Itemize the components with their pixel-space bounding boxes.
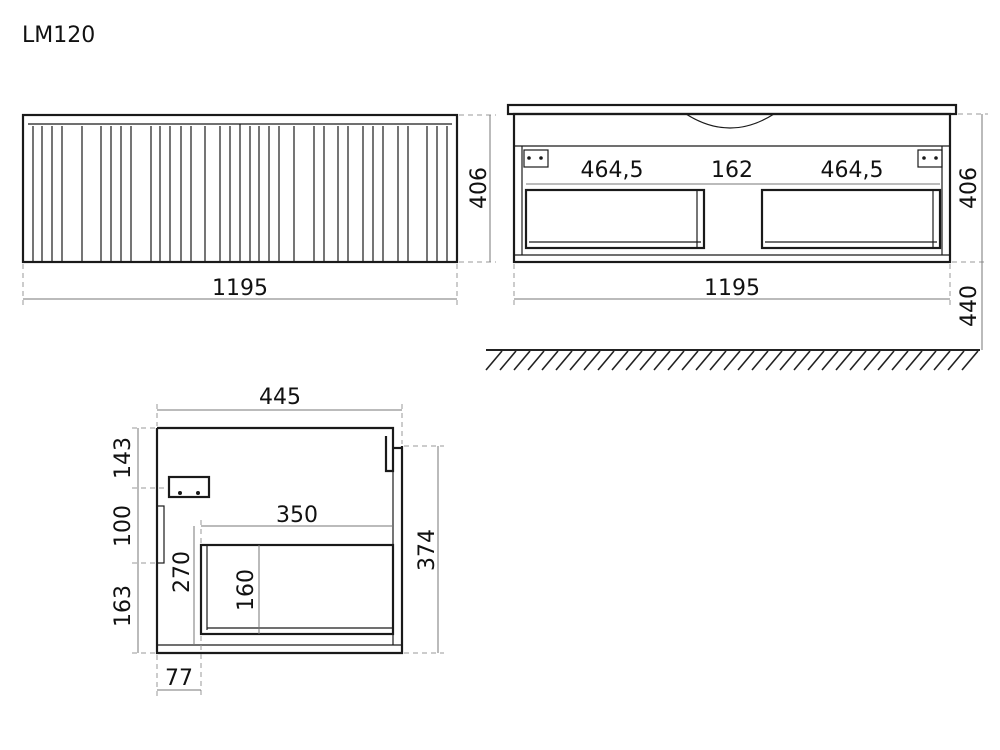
side-bracket-hole (196, 491, 200, 495)
rear-right-bracket (917, 149, 943, 168)
side-top-outline (157, 426, 395, 473)
floor-hatch-stroke (821, 350, 839, 371)
rear-left-bracket-hole (539, 156, 543, 160)
side-back-offset-label: 77 (165, 666, 193, 691)
front-width-label: 1195 (212, 276, 268, 301)
rear-right-bracket-hole (934, 156, 938, 160)
rear-left-bracket-hole (527, 156, 531, 160)
floor-hatch-stroke (779, 350, 797, 371)
floor-clearance-label: 440 (957, 285, 982, 327)
rear-width-label: 1195 (704, 276, 760, 301)
front-view: 1195 406 (21, 113, 496, 306)
floor-hatch-stroke (919, 350, 937, 371)
rear-right-bracket-hole (922, 156, 926, 160)
floor-hatch-stroke (681, 350, 699, 371)
floor-hatch-stroke (961, 350, 979, 371)
front-height-label: 406 (467, 167, 492, 209)
rear-cabinet-outline (512, 112, 952, 264)
side-drawer-box (199, 543, 395, 636)
floor-hatch-stroke (877, 350, 895, 371)
page-title: LM120 (22, 23, 95, 48)
side-bracket-hole (178, 491, 182, 495)
floor-hatch-stroke (849, 350, 867, 371)
floor-hatch-stroke (667, 350, 685, 371)
rear-right-drawer (760, 188, 942, 250)
side-height-label: 374 (415, 529, 440, 571)
side-depth-label: 445 (259, 385, 301, 410)
floor-hatch (485, 350, 979, 371)
floor-hatch-stroke (891, 350, 909, 371)
floor-hatch-stroke (597, 350, 615, 371)
floor-hatch-stroke (611, 350, 629, 371)
floor-hatch-stroke (793, 350, 811, 371)
rear-left-section-label: 464,5 (581, 158, 644, 183)
rear-left-bracket (523, 149, 549, 168)
rear-right-section-label: 464,5 (821, 158, 884, 183)
floor-hatch-stroke (695, 350, 713, 371)
floor-hatch-stroke (653, 350, 671, 371)
floor-hatch-stroke (485, 350, 503, 371)
side-rear-rail (156, 505, 165, 564)
floor-hatch-stroke (933, 350, 951, 371)
floor-hatch-stroke (751, 350, 769, 371)
floor-hatch-stroke (541, 350, 559, 371)
floor-hatch-stroke (583, 350, 601, 371)
rear-left-drawer (524, 188, 706, 250)
floor-hatch-stroke (527, 350, 545, 371)
floor-hatch-stroke (513, 350, 531, 371)
rear-view: 464,5 162 464,5 1195 406 440 (485, 103, 988, 371)
side-wall-bracket (167, 475, 211, 499)
floor-hatch-stroke (723, 350, 741, 371)
side-middle-offset-label: 100 (111, 505, 136, 547)
floor-hatch-stroke (569, 350, 587, 371)
side-drawer-inner-height-label: 160 (234, 569, 259, 611)
side-bottom-offset-label: 163 (111, 585, 136, 627)
front-fluted-panel (32, 126, 448, 261)
side-view: 445 350 374 143 100 163 270 160 77 (111, 385, 444, 697)
side-drawer-depth-label: 350 (276, 503, 318, 528)
floor-hatch-stroke (807, 350, 825, 371)
rear-middle-section-label: 162 (711, 158, 753, 183)
floor-hatch-stroke (625, 350, 643, 371)
rear-basin-outline (685, 113, 775, 129)
floor-hatch-stroke (709, 350, 727, 371)
floor-hatch-stroke (947, 350, 965, 371)
floor-hatch-stroke (639, 350, 657, 371)
side-drawer-outer-height-label: 270 (170, 551, 195, 593)
rear-height-label: 406 (957, 167, 982, 209)
floor-hatch-stroke (737, 350, 755, 371)
floor-hatch-stroke (863, 350, 881, 371)
side-top-offset-label: 143 (111, 437, 136, 479)
floor-hatch-stroke (555, 350, 573, 371)
floor-hatch-stroke (765, 350, 783, 371)
floor-hatch-stroke (835, 350, 853, 371)
floor-hatch-stroke (905, 350, 923, 371)
floor-hatch-stroke (499, 350, 517, 371)
rear-countertop (506, 103, 958, 116)
